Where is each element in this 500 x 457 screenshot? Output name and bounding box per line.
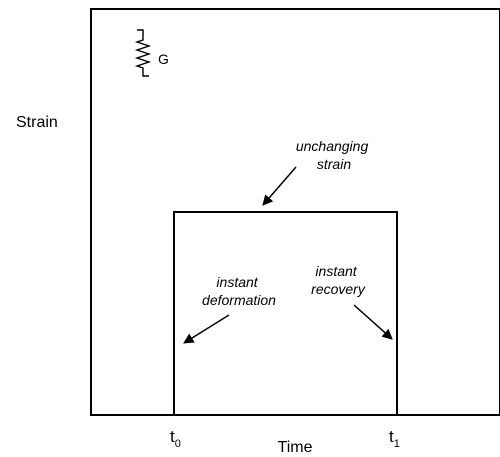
spring-label: G <box>158 51 169 67</box>
x-axis-label: Time <box>278 439 313 456</box>
annotation-unchanging-strain: unchanging strain <box>296 138 372 172</box>
y-axis-label: Strain <box>16 114 58 131</box>
annotation-arrow-deformation <box>183 314 230 344</box>
annotation-arrow-recovery <box>353 304 393 340</box>
x-tick-label-t1: t1 <box>389 427 400 450</box>
annotation-arrow-unchanging <box>262 166 297 206</box>
annotation-instant-deformation: instant deformation <box>202 274 276 308</box>
x-tick-label-t0: t0 <box>170 427 181 450</box>
strain-curve <box>91 211 500 416</box>
plot-frame <box>90 8 500 416</box>
annotation-instant-recovery: instant recovery <box>311 263 366 297</box>
spring-icon <box>134 29 152 77</box>
